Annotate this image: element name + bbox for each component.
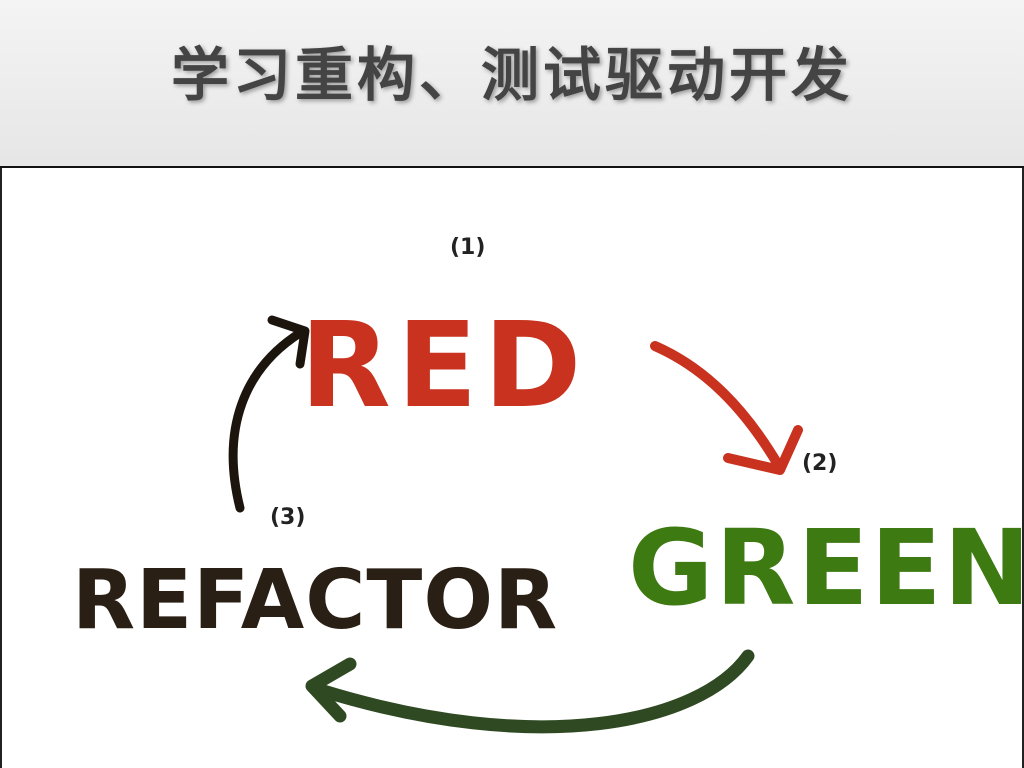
node-green-label: GREEN — [628, 507, 1024, 629]
node-red-step: (1) — [450, 235, 485, 260]
arrow-red-to-green — [650, 341, 803, 475]
node-refactor-step: (3) — [270, 505, 305, 530]
photo-left-border — [0, 168, 2, 768]
arrow-refactor-to-red — [228, 315, 310, 513]
node-refactor-label: REFACTOR — [72, 553, 558, 648]
node-green-step: (2) — [802, 451, 837, 476]
tdd-cycle-diagram: RED (1) GREEN (2) REFACTOR (3) — [72, 235, 1024, 734]
tdd-cycle-photo: RED (1) GREEN (2) REFACTOR (3) — [0, 166, 1024, 768]
slide-title: 学习重构、测试驱动开发 — [170, 41, 853, 109]
photo-right-border — [1022, 168, 1024, 768]
slide-header: 学习重构、测试驱动开发 — [0, 0, 1024, 166]
node-red-label: RED — [300, 296, 587, 434]
arrow-green-to-refactor — [305, 649, 755, 734]
